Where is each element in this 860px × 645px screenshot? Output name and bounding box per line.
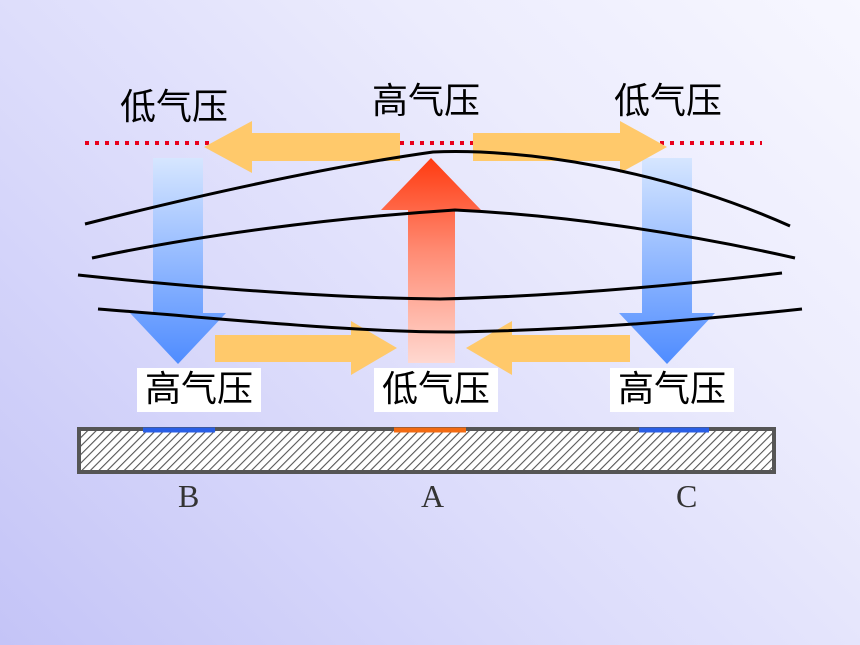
lower-center-pressure-label: 低气压 xyxy=(374,368,499,412)
point-b-label: B xyxy=(178,478,200,514)
upper-flow-arrow-right xyxy=(473,121,667,173)
isobar-lines xyxy=(77,150,803,334)
upper-right-pressure-label: 低气压 xyxy=(614,81,723,122)
point-a-label: A xyxy=(421,478,445,514)
lower-left-pressure-label: 高气压 xyxy=(137,368,262,412)
lower-flow-arrow-left xyxy=(215,321,397,375)
lower-flow-arrow-right xyxy=(466,321,630,375)
upper-left-pressure-label: 低气压 xyxy=(120,87,229,128)
point-c-label: C xyxy=(676,478,698,514)
sinking-air-arrow-left xyxy=(130,158,226,364)
ground-surface xyxy=(77,427,776,474)
upper-center-pressure-label: 高气压 xyxy=(372,81,481,122)
upper-flow-arrow-left xyxy=(204,121,400,173)
lower-right-pressure-label: 高气压 xyxy=(610,368,735,412)
sinking-air-arrow-right xyxy=(619,158,715,364)
